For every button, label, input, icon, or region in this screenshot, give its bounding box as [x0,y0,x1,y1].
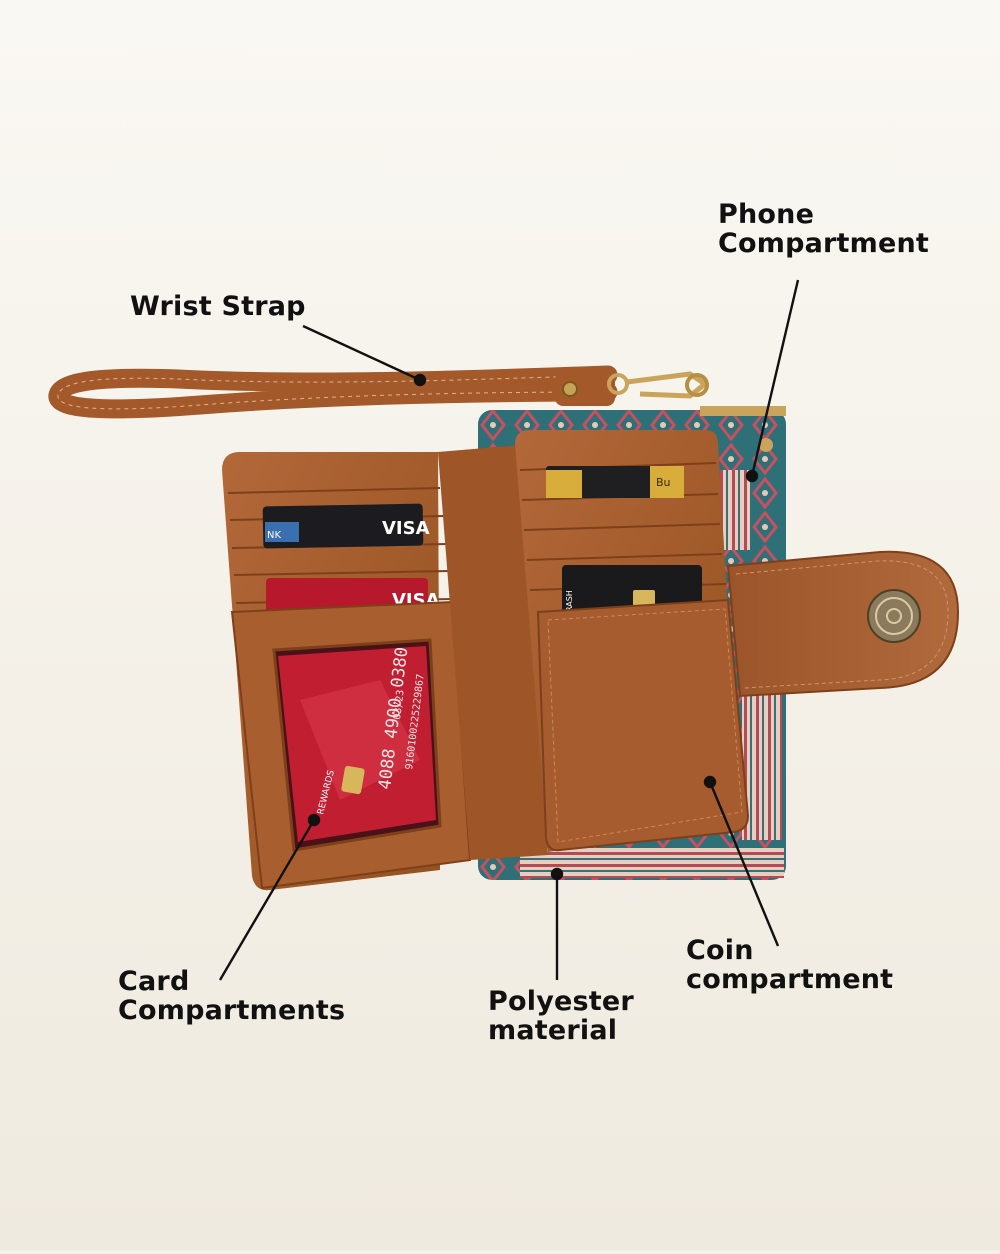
leader-coin [708,781,780,947]
phone-compartment-label-line2: Compartment [718,228,930,259]
leader-phone [750,279,800,477]
leader-wrist-strap [302,324,421,382]
snap-tab [726,550,960,698]
polyester-material-label-line1: Polyester [488,986,634,1017]
card-compartments-label-line2: Compartments [118,995,346,1026]
coin-compartment-label: Coin compartment [686,936,893,994]
polyester-material-label-line2: material [488,1015,618,1046]
leader-dot-phone [745,469,759,483]
leader-card [218,819,316,981]
wallet-spine [438,445,548,860]
polyester-material-label: Polyester material [488,987,634,1045]
coin-compartment-label-line1: Coin [686,935,754,966]
coin-pocket [536,598,750,852]
card-compartments-label: Card Compartments [118,967,345,1025]
right-black-card-text: RASH [565,590,574,612]
wrist-strap-label: Wrist Strap [130,292,306,321]
leader-dot-wrist-strap [413,373,427,387]
leader-dot-card [307,813,321,827]
id-window-card: 4088 4900 0380 9160100225229867 03/23 RE… [278,646,436,842]
left-black-card: NK VISA [262,503,430,549]
leader-dot-coin [703,775,717,789]
wrist-strap-label-text: Wrist Strap [130,291,306,322]
left-card-panel: NK VISA VISA 4088 4900 0380 916010022522… [222,452,472,891]
coin-compartment-label-line2: compartment [686,964,894,995]
right-gold-card-text: Bu [656,476,671,489]
right-card-panel: Bu RASH [515,430,750,852]
callout-lines [218,279,800,981]
right-gold-card: Bu [546,466,684,498]
phone-compartment-label-line1: Phone [718,199,815,230]
card-compartments-label-line1: Card [118,966,190,997]
leader-dot-polyester [550,867,564,881]
id-card-valid: 03/23 [392,689,407,720]
left-black-card-brand: VISA [382,518,430,539]
phone-compartment-label: Phone Compartment [718,200,929,258]
left-black-card-bank: NK [267,530,281,541]
wrist-strap [48,365,710,419]
